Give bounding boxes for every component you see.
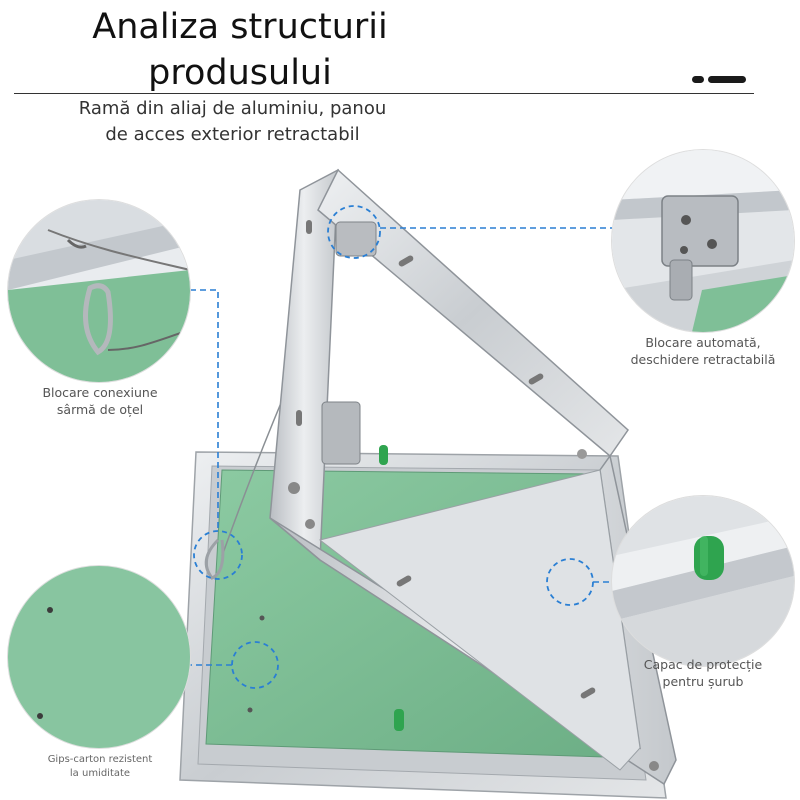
screw-cap-top bbox=[379, 445, 388, 465]
zoom-screw-cap bbox=[612, 496, 794, 666]
zoom-gypsum-board bbox=[8, 566, 190, 748]
auto-lock-block-top bbox=[335, 221, 377, 257]
subtitle-line-2: de acces exterior retractabil bbox=[105, 124, 360, 145]
callout-gypsum-line2: la umiditate bbox=[69, 768, 131, 779]
zoom-steel-wire bbox=[8, 200, 190, 382]
highlight-wire bbox=[193, 530, 243, 580]
page-title: Analiza structurii produsului bbox=[60, 4, 420, 96]
decorative-dash-long bbox=[708, 76, 746, 83]
screw-cap-bottom bbox=[394, 709, 404, 731]
callout-auto-lock: Blocare automată, deschidere retractabil… bbox=[612, 334, 794, 368]
callout-gypsum: Gips-carton rezistent la umiditate bbox=[20, 753, 180, 781]
title-line-2: produsului bbox=[148, 53, 332, 93]
decorative-dash-short bbox=[692, 76, 704, 83]
callout-steel-wire-line1: Blocare conexiune bbox=[42, 385, 158, 400]
auto-lock-block-mid bbox=[321, 401, 361, 465]
callout-screw-cap: Capac de protecție pentru șurub bbox=[620, 656, 786, 690]
callout-auto-lock-line2: deschidere retractabilă bbox=[630, 352, 776, 367]
callout-screw-cap-line2: pentru șurub bbox=[662, 674, 744, 689]
callout-auto-lock-line1: Blocare automată, bbox=[645, 335, 761, 350]
callout-steel-wire-line2: sârmă de oțel bbox=[56, 402, 144, 417]
zoom-auto-lock bbox=[612, 150, 794, 332]
highlight-board bbox=[231, 641, 279, 689]
title-line-1: Analiza structurii bbox=[92, 7, 388, 47]
highlight-top-lock bbox=[327, 205, 381, 259]
callout-steel-wire: Blocare conexiune sârmă de oțel bbox=[20, 384, 180, 418]
callout-screw-cap-line1: Capac de protecție bbox=[643, 657, 763, 672]
page-subtitle: Ramă din aliaj de aluminiu, panou de acc… bbox=[40, 96, 425, 148]
header-divider bbox=[14, 93, 754, 94]
callout-gypsum-line1: Gips-carton rezistent bbox=[47, 754, 153, 765]
subtitle-line-1: Ramă din aliaj de aluminiu, panou bbox=[78, 98, 387, 119]
